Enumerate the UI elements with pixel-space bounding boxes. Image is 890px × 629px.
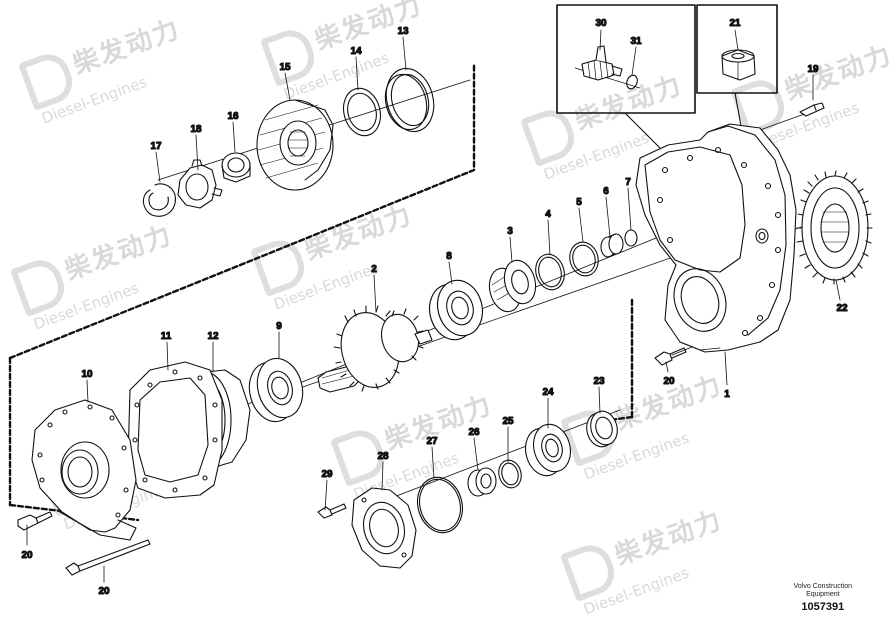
callout-20-long: 20 — [98, 586, 110, 597]
callout-27: 27 — [426, 436, 438, 447]
part-21-nut — [721, 49, 756, 81]
part-7-o-ring — [624, 229, 638, 247]
part-20-bolt — [17, 511, 53, 531]
part-17-circlip — [142, 183, 176, 217]
part-13-seal — [384, 67, 435, 133]
inset-box-30-31 — [556, 4, 696, 149]
callout-17: 17 — [150, 141, 162, 152]
part-4-ring — [535, 253, 565, 291]
callout-30: 30 — [595, 18, 607, 29]
part-3-bearing — [488, 259, 537, 313]
callout-26: 26 — [468, 427, 480, 438]
part-10-cover — [31, 399, 137, 541]
part-18-lock-plate — [177, 159, 223, 209]
callout-28: 28 — [377, 451, 389, 462]
drawing-footer: Volvo Construction Equipment 1057391 — [794, 583, 852, 613]
callout-21: 21 — [729, 18, 741, 29]
callout-4: 4 — [545, 209, 551, 220]
callout-12: 12 — [207, 331, 219, 342]
part-16-nut — [221, 152, 251, 183]
callout-7: 7 — [625, 177, 631, 188]
callout-3: 3 — [507, 226, 513, 237]
part-6-bushing — [600, 233, 624, 258]
part-1-housing — [635, 123, 797, 353]
callout-18: 18 — [190, 124, 202, 135]
part-14-ring — [342, 87, 382, 137]
callout-29: 29 — [321, 469, 333, 480]
part-27-o-ring — [416, 476, 464, 534]
callout-22: 22 — [836, 303, 848, 314]
part-9-bearing — [248, 357, 304, 423]
part-20-long-bolt — [65, 539, 151, 576]
callout-5: 5 — [576, 197, 582, 208]
part-26-nut — [467, 467, 497, 497]
callout-20-left: 20 — [21, 550, 33, 561]
callout-9: 9 — [276, 321, 282, 332]
drawing-number: 1057391 — [801, 601, 845, 613]
callout-6: 6 — [603, 186, 609, 197]
part-5-circlip — [569, 241, 599, 277]
callout-11: 11 — [161, 331, 172, 342]
part-11-gasket — [127, 361, 223, 499]
callout-20-housing: 20 — [663, 376, 675, 387]
callout-23: 23 — [593, 376, 605, 387]
callout-16: 16 — [227, 111, 239, 122]
part-22-gear — [796, 170, 873, 285]
part-25-ring — [498, 459, 522, 489]
part-2-shaft — [317, 305, 433, 393]
part-8-bearing — [428, 279, 484, 341]
callout-31: 31 — [630, 36, 642, 47]
callout-1: 1 — [724, 389, 730, 400]
footer-company: Volvo Construction — [793, 583, 852, 590]
callout-2: 2 — [371, 264, 377, 275]
callout-19: 19 — [807, 64, 819, 75]
callout-8: 8 — [446, 251, 452, 262]
callout-25: 25 — [502, 416, 514, 427]
leader-lines — [26, 29, 841, 583]
part-29-bolt — [317, 503, 347, 519]
part-23-seal — [586, 410, 618, 448]
footer-division: Equipment — [806, 591, 840, 598]
callout-10: 10 — [81, 369, 93, 380]
callout-24: 24 — [542, 387, 554, 398]
callout-14: 14 — [350, 46, 362, 57]
callout-13: 13 — [397, 26, 409, 37]
callout-labels: 30 31 21 19 13 14 15 16 17 18 22 7 6 5 4… — [21, 17, 849, 597]
part-20-housing-bolt — [654, 347, 687, 366]
part-30-sensor — [581, 45, 623, 81]
part-24-bearing — [524, 423, 572, 477]
part-28-cover — [351, 487, 417, 569]
part-19-bolt — [799, 102, 825, 117]
callout-15: 15 — [279, 62, 291, 73]
part-31-o-ring — [626, 74, 638, 90]
part-15-flange — [256, 99, 334, 191]
